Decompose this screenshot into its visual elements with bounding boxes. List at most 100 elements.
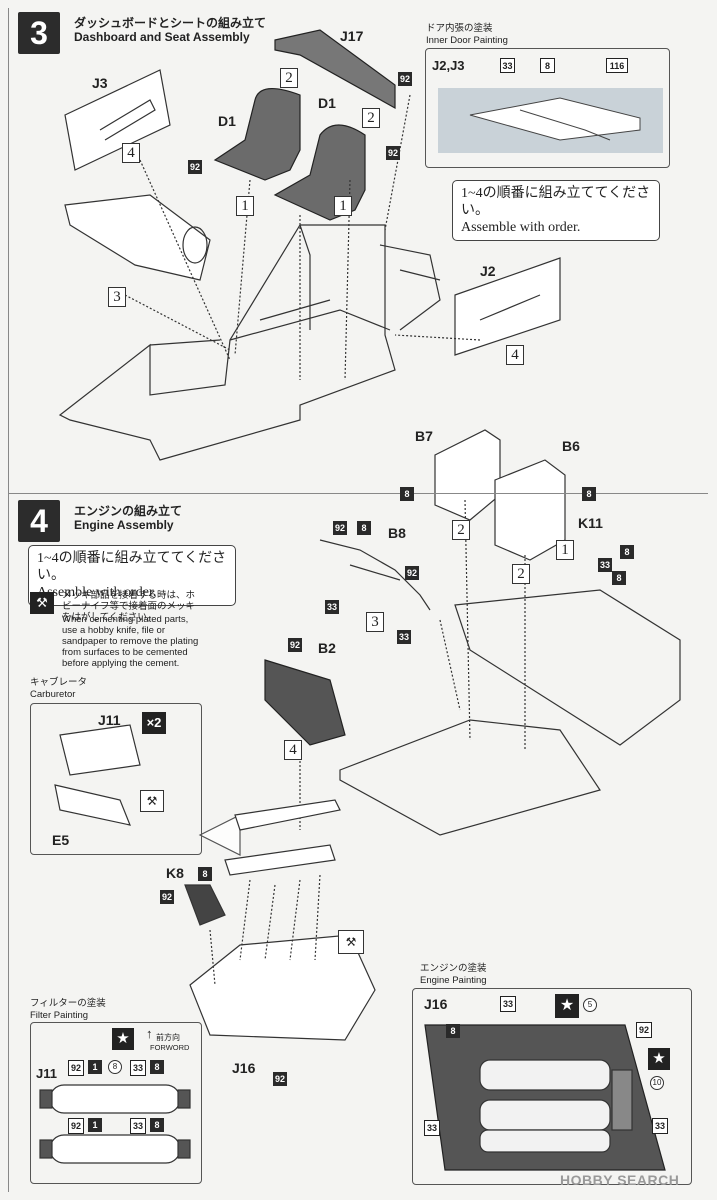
filter-forward-en: FORWORD [150,1043,190,1052]
inner-door-title-en: Inner Door Painting [426,35,508,46]
engine-paint-title-en: Engine Painting [420,975,487,986]
engine-paint-title-ja: エンジンの塗装 [420,963,487,974]
plating-note-en: When cementing plated parts, use a hobby… [62,614,199,669]
filter-color-1-bottom: 1 [88,1118,102,1132]
inner-door-part: J2,J3 [432,58,465,73]
left-margin [8,8,9,1192]
dashboard [64,194,211,281]
engine-paint-color-5: 5 [583,998,597,1012]
filter-star-icon: ★ [112,1028,134,1050]
filter-color-33-bottom: 33 [130,1118,146,1134]
color-92-b8b: 92 [405,566,419,580]
order-2-left: 2 [280,68,298,88]
engine-paint-color-10: 10 [650,1076,664,1090]
color-8-k11: 8 [620,545,634,559]
filter-color-92: 92 [68,1060,84,1076]
color-8-k11b: 8 [612,571,626,585]
order-1-left: 1 [236,196,254,216]
carb-title-ja: キャブレータ [30,677,88,688]
part-k8: K8 [166,865,184,881]
seat-left [213,88,301,181]
watermark: HOBBY SEARCH [560,1172,680,1188]
step-4-order-note: 1~4の順番に組み立ててください。 Assemble with order. [28,545,236,606]
chassis-tub [58,224,396,461]
part-b6: B6 [562,438,580,454]
part-b2: B2 [318,640,336,656]
filter-color-8b: 8 [150,1060,164,1074]
order-2-right: 2 [362,108,380,128]
k8-part [184,884,226,926]
color-8-b7: 8 [400,487,414,501]
step-divider [8,493,708,494]
engine-paint-panel [412,988,692,1185]
step-3-order-note: 1~4の順番に組み立ててください。 Assemble with order. [452,180,660,241]
order-3-b8: 3 [366,612,384,632]
carb-title-en: Carburetor [30,689,76,700]
engine-paint-color-33: 33 [500,996,516,1012]
color-33-k11: 33 [598,558,612,572]
part-k11: K11 [578,515,603,531]
order-4-b2: 4 [284,740,302,760]
order-2-b7: 2 [452,520,470,540]
filter-color-8-bottom: 8 [150,1118,164,1132]
color-92-j16: 92 [273,1072,287,1086]
engine-paint-star-icon: ★ [555,994,579,1018]
carb-part-e5: E5 [52,832,70,848]
step-3-note-ja: 1~4の順番に組み立ててください。 [461,186,651,218]
engine-paint-color-92: 92 [636,1022,652,1038]
carb-part-j11: J11 [98,712,121,728]
engine-paint-bank1 [479,1059,611,1091]
j17-part [274,29,396,110]
color-92-seat-right: 92 [386,146,400,160]
color-33-b8b: 33 [397,630,411,644]
color-8-b8: 8 [357,521,371,535]
order-4-j2: 4 [506,345,524,365]
color-92-b8: 92 [333,521,347,535]
order-1-k11: 1 [556,540,574,560]
part-d1-right: D1 [318,95,336,111]
j2-panel [454,257,561,356]
order-1-right: 1 [334,196,352,216]
part-d1-left: D1 [218,113,236,129]
color-92-seat-left: 92 [188,160,202,174]
part-b7: B7 [415,428,433,444]
inner-door-panel [425,48,670,168]
order-3-dash: 3 [108,287,126,307]
inner-door-title-ja: ドア内張の塗装 [426,23,493,34]
engine-paint-color-33-left: 33 [424,1120,440,1136]
color-8-k8: 8 [198,867,212,881]
filter-part-j11: J11 [36,1066,57,1081]
engine-paint-color-33-right: 33 [652,1118,668,1134]
part-b8: B8 [388,525,406,541]
b6-part [494,459,566,561]
carb-j11 [59,724,141,776]
part-j2: J2 [480,263,496,279]
forward-arrow-icon: ↑ [146,1026,153,1041]
carb-x2-badge: ×2 [142,712,166,734]
chassis-floor [149,224,391,346]
order-4-j3: 4 [122,143,140,163]
part-j16: J16 [232,1060,256,1076]
engine-paint-part-j16: J16 [424,996,448,1012]
filter-panel [30,1022,202,1184]
carb-plating-icon: ⚒ [140,790,164,812]
carb-callout [198,814,241,856]
step-3-note-en: Assemble with order. [461,220,581,235]
inner-door-color-33: 33 [500,58,515,73]
color-8-b6: 8 [582,487,596,501]
carb-e5 [54,784,131,826]
color-92-k8: 92 [160,890,174,904]
b7-part [434,429,501,521]
chassis-rear [379,244,441,331]
color-92-j17: 92 [398,72,412,86]
carb-panel [30,703,202,855]
plating-note-ja: メッキ部品を接着する時は、ホビーナイフ等で接着面のメッキをはがしてください。 [62,590,196,623]
j11-filter [224,799,341,876]
engine-paint-star-icon-2: ★ [648,1048,670,1070]
body-rear [454,589,681,746]
step-4-title-ja: エンジンの組み立て [74,504,183,518]
filter-color-92-bottom: 92 [68,1118,84,1134]
step-4-number: 4 [18,500,60,542]
filter-color-33: 33 [130,1060,146,1076]
step-4-note-en: Assemble with order. [37,585,157,600]
